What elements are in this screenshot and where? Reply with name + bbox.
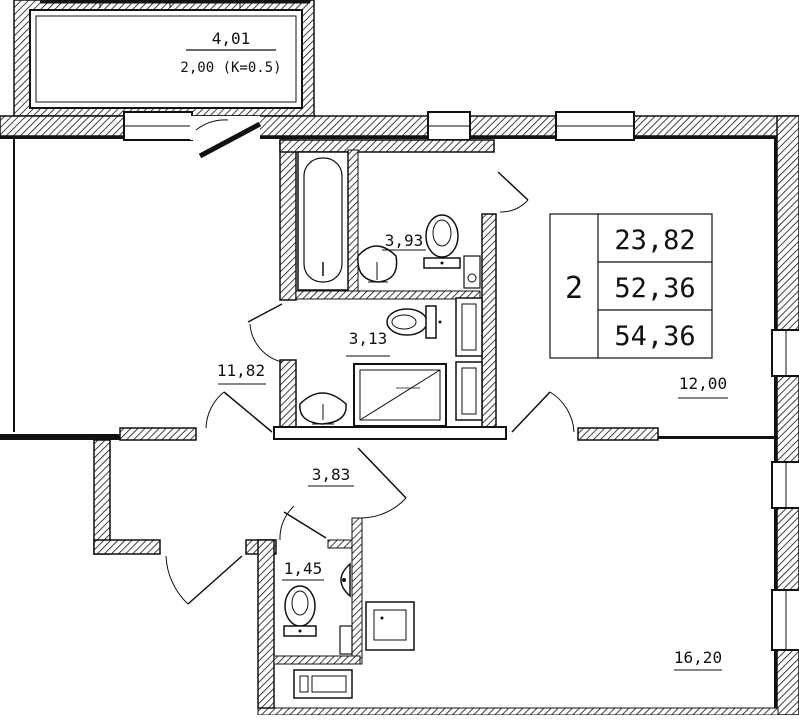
exterior-walls	[0, 111, 799, 716]
area-summary-table	[549, 213, 713, 359]
bathtub-icon	[297, 151, 349, 291]
interior-walls	[0, 139, 778, 709]
cabinet-icon	[455, 297, 483, 421]
toilet-icon	[283, 585, 317, 637]
room-area-living: 12,00	[679, 374, 727, 393]
doors	[165, 171, 575, 605]
cabinet-icon	[293, 669, 353, 699]
washer-icon	[339, 625, 353, 655]
shower-icon	[353, 363, 447, 427]
room-area-bedroom: 11,82	[217, 361, 265, 380]
total-area-value: 52,36	[614, 273, 695, 304]
room-area-bathroom-1: 3,93	[385, 231, 424, 250]
room-area-wc: 1,45	[284, 559, 323, 578]
balcony	[13, 0, 315, 117]
sink-icon	[357, 245, 398, 283]
sink-icon	[340, 562, 351, 598]
living-area-value: 23,82	[614, 225, 695, 256]
balcony-coeff-area-label: 2,00 (K=0.5)	[180, 60, 281, 76]
total-area-with-balcony-value: 54,36	[614, 321, 695, 352]
room-area-kitchen: 16,20	[674, 648, 722, 667]
label-underlines	[218, 249, 728, 671]
toilet-icon	[423, 214, 461, 269]
balcony-door	[190, 116, 262, 159]
room-area-hall: 3,83	[312, 465, 351, 484]
toilet-icon	[386, 305, 442, 339]
kitchen-sink-icon	[365, 601, 415, 651]
room-area-bathroom-2: 3,13	[349, 329, 388, 348]
sink-icon	[299, 392, 347, 425]
room-count: 2	[565, 271, 583, 306]
balcony-area-label: 4,01	[212, 29, 251, 48]
washer-icon	[463, 255, 481, 289]
